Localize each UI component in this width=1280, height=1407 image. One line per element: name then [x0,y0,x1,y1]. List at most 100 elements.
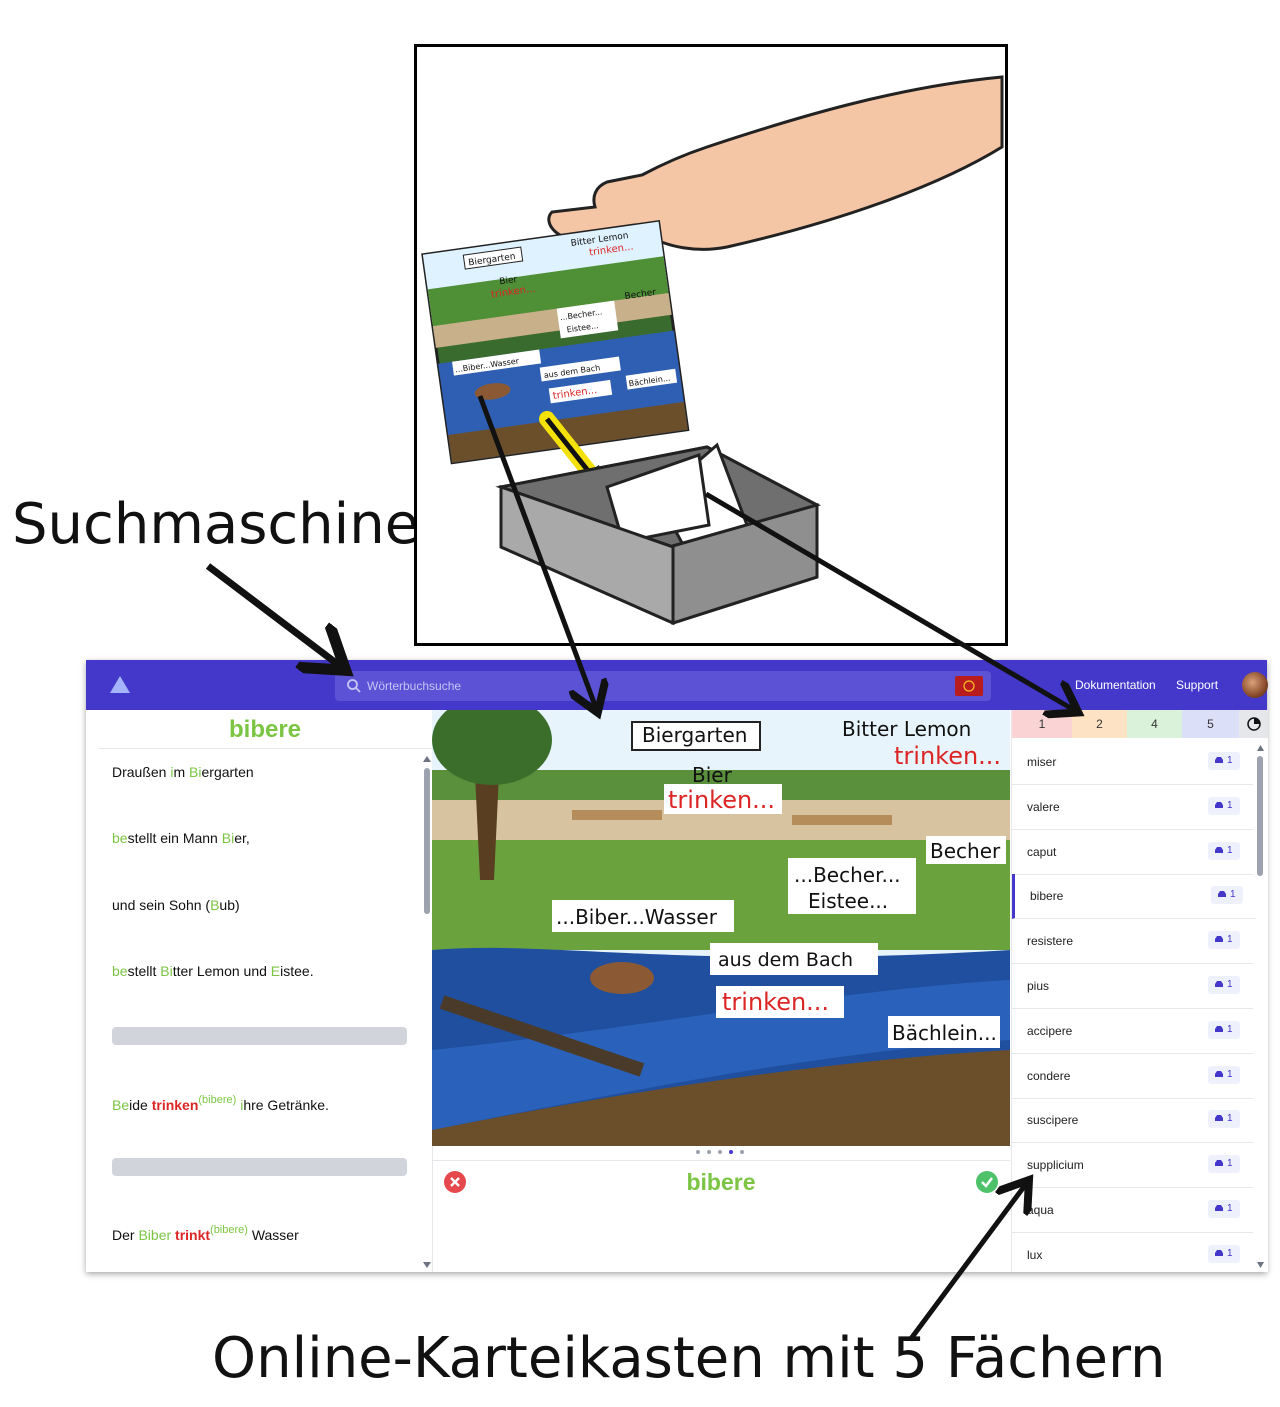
mnemonic-line: Beide trinken(bibere) ihre Getränke. [112,1094,329,1113]
hidden-line[interactable] [112,1158,407,1176]
box-icon [1215,1070,1223,1077]
search-engine-label: Suchmaschine [12,492,420,557]
slide-dot[interactable] [740,1150,744,1154]
scrollbar-thumb[interactable] [1257,756,1263,876]
compartment-badge: 1 [1208,1244,1240,1263]
word-title: bibere [228,716,302,743]
box-icon [1215,801,1223,808]
divider [98,748,432,749]
word-list-item[interactable]: supplicium 1 [1012,1143,1253,1189]
compartment-count: 1 [1227,1158,1233,1170]
illustration-drawing: Biergarten Bier trinken... Bitter Lemon … [421,75,1004,626]
compartment-badge: 1 [1208,1155,1240,1174]
scene-trinken-2: trinken... [894,742,1001,770]
scene-bier: Bier [692,763,733,787]
compartment-count: 1 [1227,1023,1233,1035]
scene-trinken-3: trinken... [722,988,829,1016]
slide-dot-active[interactable] [729,1150,733,1154]
mnemonic-image: Biergarten Bier trinken... Bitter Lemon … [432,710,1010,1146]
scrollbar[interactable] [422,754,432,1272]
word-list-item[interactable]: accipere 1 [1012,1009,1253,1054]
check-icon [981,1177,993,1188]
compartment-count: 1 [1227,1203,1233,1214]
compartment-count: 1 [1227,755,1233,766]
card-text-7: Eistee... [566,321,599,334]
tab-statistics[interactable] [1239,710,1268,738]
box-icon [1218,891,1226,898]
compartment-count: 1 [1227,844,1233,856]
slide-dot[interactable] [707,1150,711,1154]
scene-trinken-1: trinken... [668,786,775,814]
correct-button[interactable] [976,1171,998,1193]
language-flag-icon[interactable] [955,676,983,696]
mnemonic-line: bestellt Bitter Lemon und Eistee. [112,963,314,979]
word-list-item-label: caput [1027,844,1057,859]
avatar[interactable] [1242,672,1268,698]
compartment-badge: 1 [1211,886,1243,905]
word-list-item[interactable]: pius 1 [1012,964,1253,1009]
compartment-count: 1 [1230,889,1236,901]
hidden-line[interactable] [112,1027,407,1045]
word-list-item-label: resistere [1027,934,1074,949]
mnemonic-line: Der Biber trinkt(bibere) Wasser [112,1224,299,1243]
word-list-item[interactable]: resistere 1 [1012,919,1253,965]
mnemonic-line: bestellt ein Mann Bier, [112,830,250,846]
search-icon [347,679,361,693]
slide-indicator[interactable] [692,1148,752,1156]
scrollbar-thumb[interactable] [424,768,430,914]
card-text-1: Bier [499,275,518,287]
scene-drawing: Biergarten Bier trinken... Bitter Lemon … [432,710,1010,1146]
tab-compartment-5[interactable]: 5 [1182,710,1239,738]
compartment-badge: 1 [1208,1200,1240,1218]
box-icon [1215,1115,1223,1122]
mnemonic-text-panel: bibere Draußen im Biergarten bestellt ei… [98,710,433,1272]
mnemonic-line: und sein Sohn (Bub) [112,897,240,913]
pie-chart-icon [1246,717,1261,731]
compartment-badge: 1 [1208,1020,1240,1039]
nav-support[interactable]: Support [1176,678,1219,692]
nav-documentation[interactable]: Dokumentation [1075,678,1156,692]
box-icon [1215,981,1223,987]
search-bar[interactable] [335,671,991,701]
box-icon [1215,936,1223,943]
scene-becher-2: ...Becher... [794,863,901,887]
scene-bitter-lemon: Bitter Lemon [842,717,971,741]
box-icon [1215,846,1223,853]
word-list-item-label: aqua [1027,1203,1054,1217]
tab-compartment-4[interactable]: 4 [1127,710,1182,738]
box-icon [1215,1025,1223,1032]
scene-eistee: Eistee... [808,889,888,913]
compartment-count: 1 [1227,1113,1233,1125]
card-box-label: Online-Karteikasten mit 5 Fächern [212,1326,1166,1391]
slide-dot[interactable] [718,1150,722,1154]
compartment-count: 1 [1227,1068,1233,1080]
word-list-item-label: pius [1027,979,1050,993]
dictionary-search-input[interactable] [367,671,927,701]
flashcard-illustration: Biergarten Bier trinken... Bitter Lemon … [414,44,1008,646]
logo-icon[interactable] [110,676,130,693]
compartment-badge: 1 [1208,752,1240,770]
card-answer-bar: bibere [432,1160,1010,1205]
scene-baechlein: Bächlein... [892,1021,997,1045]
compartment-badge: 1 [1208,931,1240,950]
word-list-item[interactable]: aqua 1 [1012,1188,1253,1233]
box-icon [1215,1160,1223,1167]
compartment-count: 1 [1227,979,1233,990]
slide-dot[interactable] [696,1150,700,1154]
card-text-5: Becher [624,288,657,302]
word-list-item-label: supplicium [1027,1158,1084,1173]
compartment-count: 1 [1227,799,1233,811]
compartment-badge: 1 [1208,841,1240,860]
word-list-item[interactable]: caput 1 [1012,830,1253,875]
compartment-badge: 1 [1208,796,1240,815]
word-list-item-label: accipere [1027,1023,1073,1038]
wrong-button[interactable] [444,1171,466,1193]
scrollbar[interactable] [1253,742,1268,1272]
